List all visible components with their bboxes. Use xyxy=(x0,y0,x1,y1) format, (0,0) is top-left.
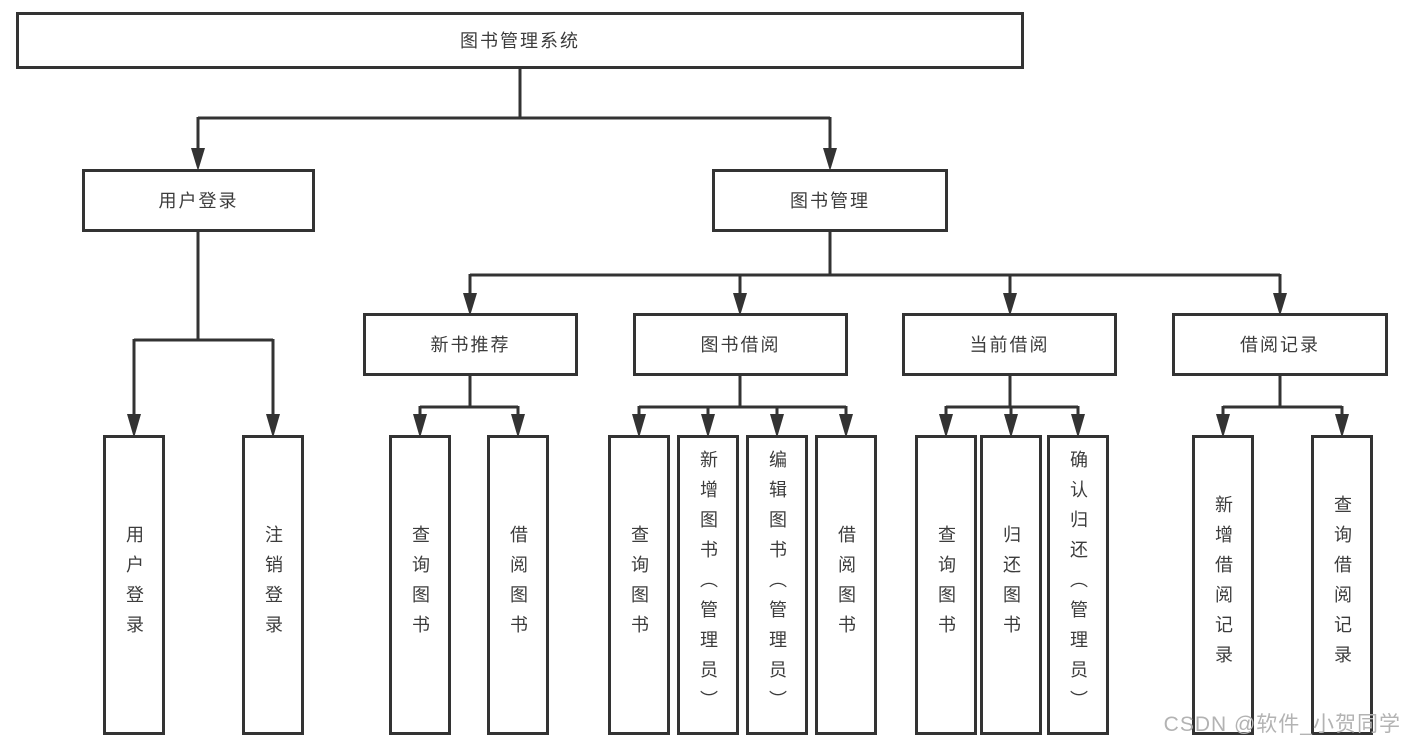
node-records-add-record-label: 新增借阅记录 xyxy=(1213,495,1233,675)
node-root-label: 图书管理系统 xyxy=(460,30,580,51)
node-book-management: 图书管理 xyxy=(712,169,948,232)
node-new-book-recommend-label: 新书推荐 xyxy=(430,334,511,355)
node-borrowing-query-books-label: 查询图书 xyxy=(629,525,649,645)
node-user-login-label: 用户登录 xyxy=(158,190,239,211)
node-borrowing-edit-books-admin-label: 编辑图书（管理员） xyxy=(767,450,787,720)
node-newbooks-borrow-books: 借阅图书 xyxy=(487,435,549,735)
node-borrowing-add-books-admin-label: 新增图书（管理员） xyxy=(698,450,718,720)
node-book-borrowing: 图书借阅 xyxy=(633,313,848,376)
node-records-query-record: 查询借阅记录 xyxy=(1311,435,1373,735)
node-newbooks-query-books-label: 查询图书 xyxy=(410,525,430,645)
node-book-management-label: 图书管理 xyxy=(790,190,870,211)
node-borrowing-records-label: 借阅记录 xyxy=(1240,334,1320,355)
node-records-query-record-label: 查询借阅记录 xyxy=(1332,495,1352,675)
node-user-login: 用户登录 xyxy=(82,169,315,232)
node-newbooks-borrow-books-label: 借阅图书 xyxy=(508,525,528,645)
node-borrowing-borrow-books: 借阅图书 xyxy=(815,435,877,735)
node-current-borrowing: 当前借阅 xyxy=(902,313,1117,376)
node-records-add-record: 新增借阅记录 xyxy=(1192,435,1254,735)
node-new-book-recommend: 新书推荐 xyxy=(363,313,578,376)
node-current-confirm-return-admin-label: 确认归还（管理员） xyxy=(1068,450,1088,720)
node-book-borrowing-label: 图书借阅 xyxy=(700,334,781,355)
node-user-login-leaf-label: 用户登录 xyxy=(124,525,144,645)
node-logout-leaf: 注销登录 xyxy=(242,435,304,735)
node-borrowing-add-books-admin: 新增图书（管理员） xyxy=(677,435,739,735)
node-current-query-books: 查询图书 xyxy=(915,435,977,735)
node-current-return-books: 归还图书 xyxy=(980,435,1042,735)
node-current-confirm-return-admin: 确认归还（管理员） xyxy=(1047,435,1109,735)
node-current-return-books-label: 归还图书 xyxy=(1001,525,1021,645)
node-root: 图书管理系统 xyxy=(16,12,1024,69)
node-logout-leaf-label: 注销登录 xyxy=(263,525,283,645)
node-current-query-books-label: 查询图书 xyxy=(936,525,956,645)
node-borrowing-borrow-books-label: 借阅图书 xyxy=(836,525,856,645)
node-borrowing-edit-books-admin: 编辑图书（管理员） xyxy=(746,435,808,735)
node-user-login-leaf: 用户登录 xyxy=(103,435,165,735)
node-borrowing-records: 借阅记录 xyxy=(1172,313,1388,376)
node-borrowing-query-books: 查询图书 xyxy=(608,435,670,735)
node-newbooks-query-books: 查询图书 xyxy=(389,435,451,735)
node-current-borrowing-label: 当前借阅 xyxy=(969,334,1050,355)
